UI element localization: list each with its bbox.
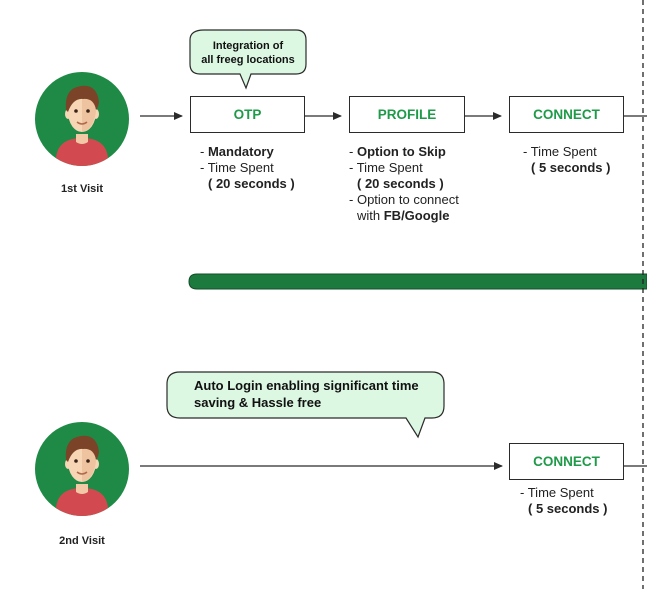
otp-note-mandatory: - Mandatory: [200, 144, 274, 159]
step-otp-title: OTP: [233, 107, 262, 122]
step-connect-title: CONNECT: [533, 107, 600, 122]
returning-user-avatar-icon: [35, 422, 129, 516]
connect-returning-notes: - Time Spent ( 5 seconds ): [520, 485, 607, 517]
auto-login-callout-text: Auto Login enabling significant time sav…: [194, 377, 419, 411]
auto-login-callout-bubble: [166, 371, 445, 439]
auto-login-callout-line-2: saving & Hassle free: [194, 395, 322, 410]
profile-note-duration: ( 20 seconds ): [357, 176, 444, 191]
connect-notes: - Time Spent ( 5 seconds ): [523, 144, 610, 176]
step-profile-title: PROFILE: [377, 107, 437, 122]
integration-callout-bubble: [189, 29, 307, 90]
step-connect-returning-box: CONNECT: [509, 443, 624, 480]
user-avatar-icon: [35, 72, 129, 166]
step-connect-returning-title: CONNECT: [533, 454, 600, 469]
connect-note-duration: ( 5 seconds ): [531, 160, 611, 175]
connect-returning-note-duration: ( 5 seconds ): [528, 501, 608, 516]
otp-note-time-spent: - Time Spent: [200, 160, 274, 175]
integration-callout-text: Integration of all freeg locations: [190, 39, 306, 67]
connect-note-time-spent: - Time Spent: [523, 144, 597, 159]
profile-note-connect-option: - Option to connect: [349, 192, 459, 207]
profile-note-skip: - Option to Skip: [349, 144, 446, 159]
section-divider-bar: [188, 273, 647, 290]
step-connect-box: CONNECT: [509, 96, 624, 133]
visit-label-first: 1st Visit: [61, 183, 103, 195]
profile-notes: - Option to Skip - Time Spent ( 20 secon…: [349, 144, 459, 224]
otp-notes: - Mandatory - Time Spent ( 20 seconds ): [200, 144, 295, 192]
profile-note-time-spent: - Time Spent: [349, 160, 423, 175]
connect-returning-note-time-spent: - Time Spent: [520, 485, 594, 500]
otp-note-duration: ( 20 seconds ): [208, 176, 295, 191]
auto-login-callout-line-1: Auto Login enabling significant time: [194, 378, 419, 393]
integration-callout-line-1: Integration of: [212, 40, 284, 52]
step-profile-box: PROFILE: [349, 96, 465, 133]
integration-callout-line-2: all freeg locations: [201, 54, 295, 66]
profile-note-social: with FB/Google: [357, 208, 450, 223]
step-otp-box: OTP: [190, 96, 305, 133]
visit-label-second: 2nd Visit: [59, 535, 105, 547]
